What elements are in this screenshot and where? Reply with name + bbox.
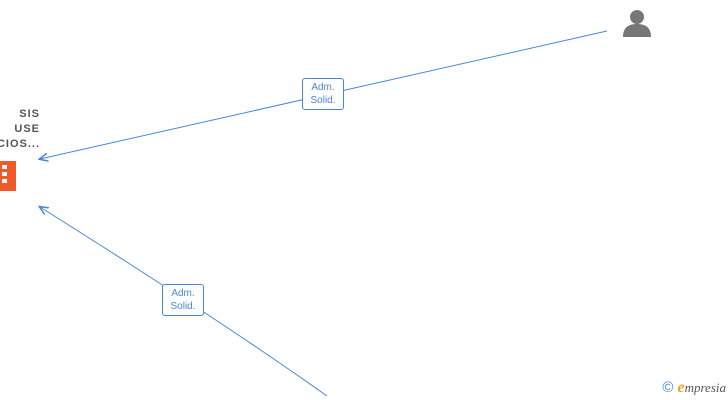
building-icon[interactable]: [0, 161, 16, 191]
edge-label-top-role: Adm.: [311, 82, 335, 93]
company-name-line-2: USE: [14, 123, 40, 135]
brand-initial: e: [677, 379, 685, 396]
copyright-icon: ©: [662, 379, 674, 396]
edge-label-bottom-role: Adm.: [171, 288, 195, 299]
edge-label-bottom-type: Solid.: [170, 301, 196, 312]
company-name-line-3: CIOS...: [0, 138, 40, 150]
edge-label-top: Adm. Solid.: [302, 78, 344, 110]
edge-label-top-type: Solid.: [310, 95, 336, 106]
brand-name: mpresia: [684, 380, 726, 395]
empresia-watermark: ©empresia: [662, 379, 726, 397]
edge-label-bottom: Adm. Solid.: [162, 284, 204, 316]
company-name-label[interactable]: SIS USE CIOS...: [0, 107, 40, 152]
person-icon[interactable]: [623, 10, 651, 37]
company-name-line-1: SIS: [19, 108, 40, 120]
